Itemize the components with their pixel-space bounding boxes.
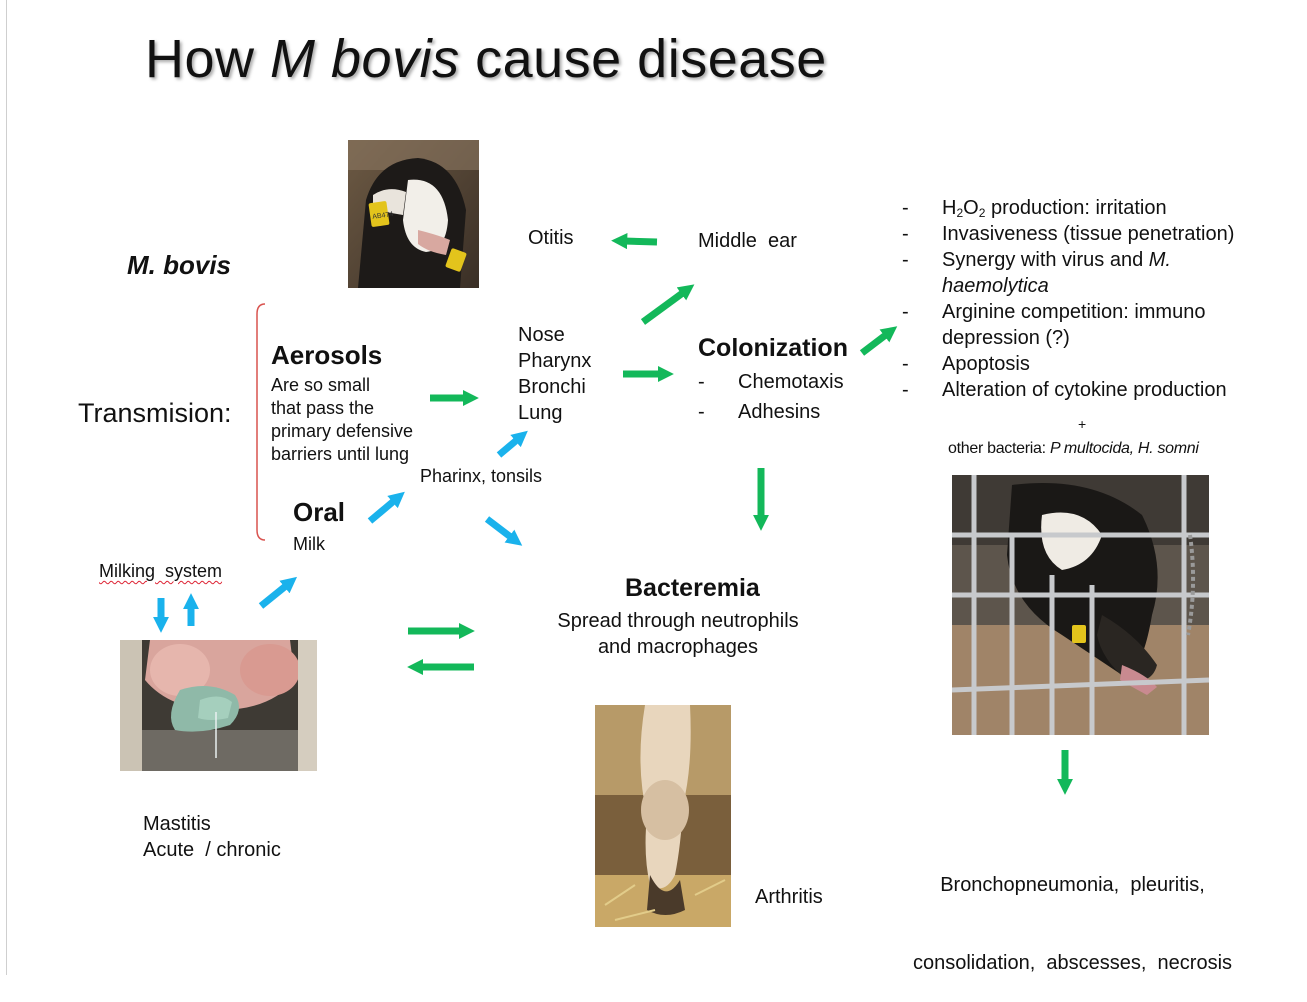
arrow-pharinx-to-bacteremia	[487, 519, 512, 538]
arrow-pharinx-to-airway	[499, 439, 518, 455]
arrow-udder-to-oral	[261, 585, 287, 606]
arrow-colonization-to-mechanisms	[862, 334, 887, 353]
arrow-airway-to-middle-ear	[643, 292, 684, 322]
flow-arrows	[0, 0, 1307, 975]
arrow-oral-to-pharinx	[370, 500, 395, 521]
arrow-middle-ear-to-otitis	[624, 241, 657, 242]
